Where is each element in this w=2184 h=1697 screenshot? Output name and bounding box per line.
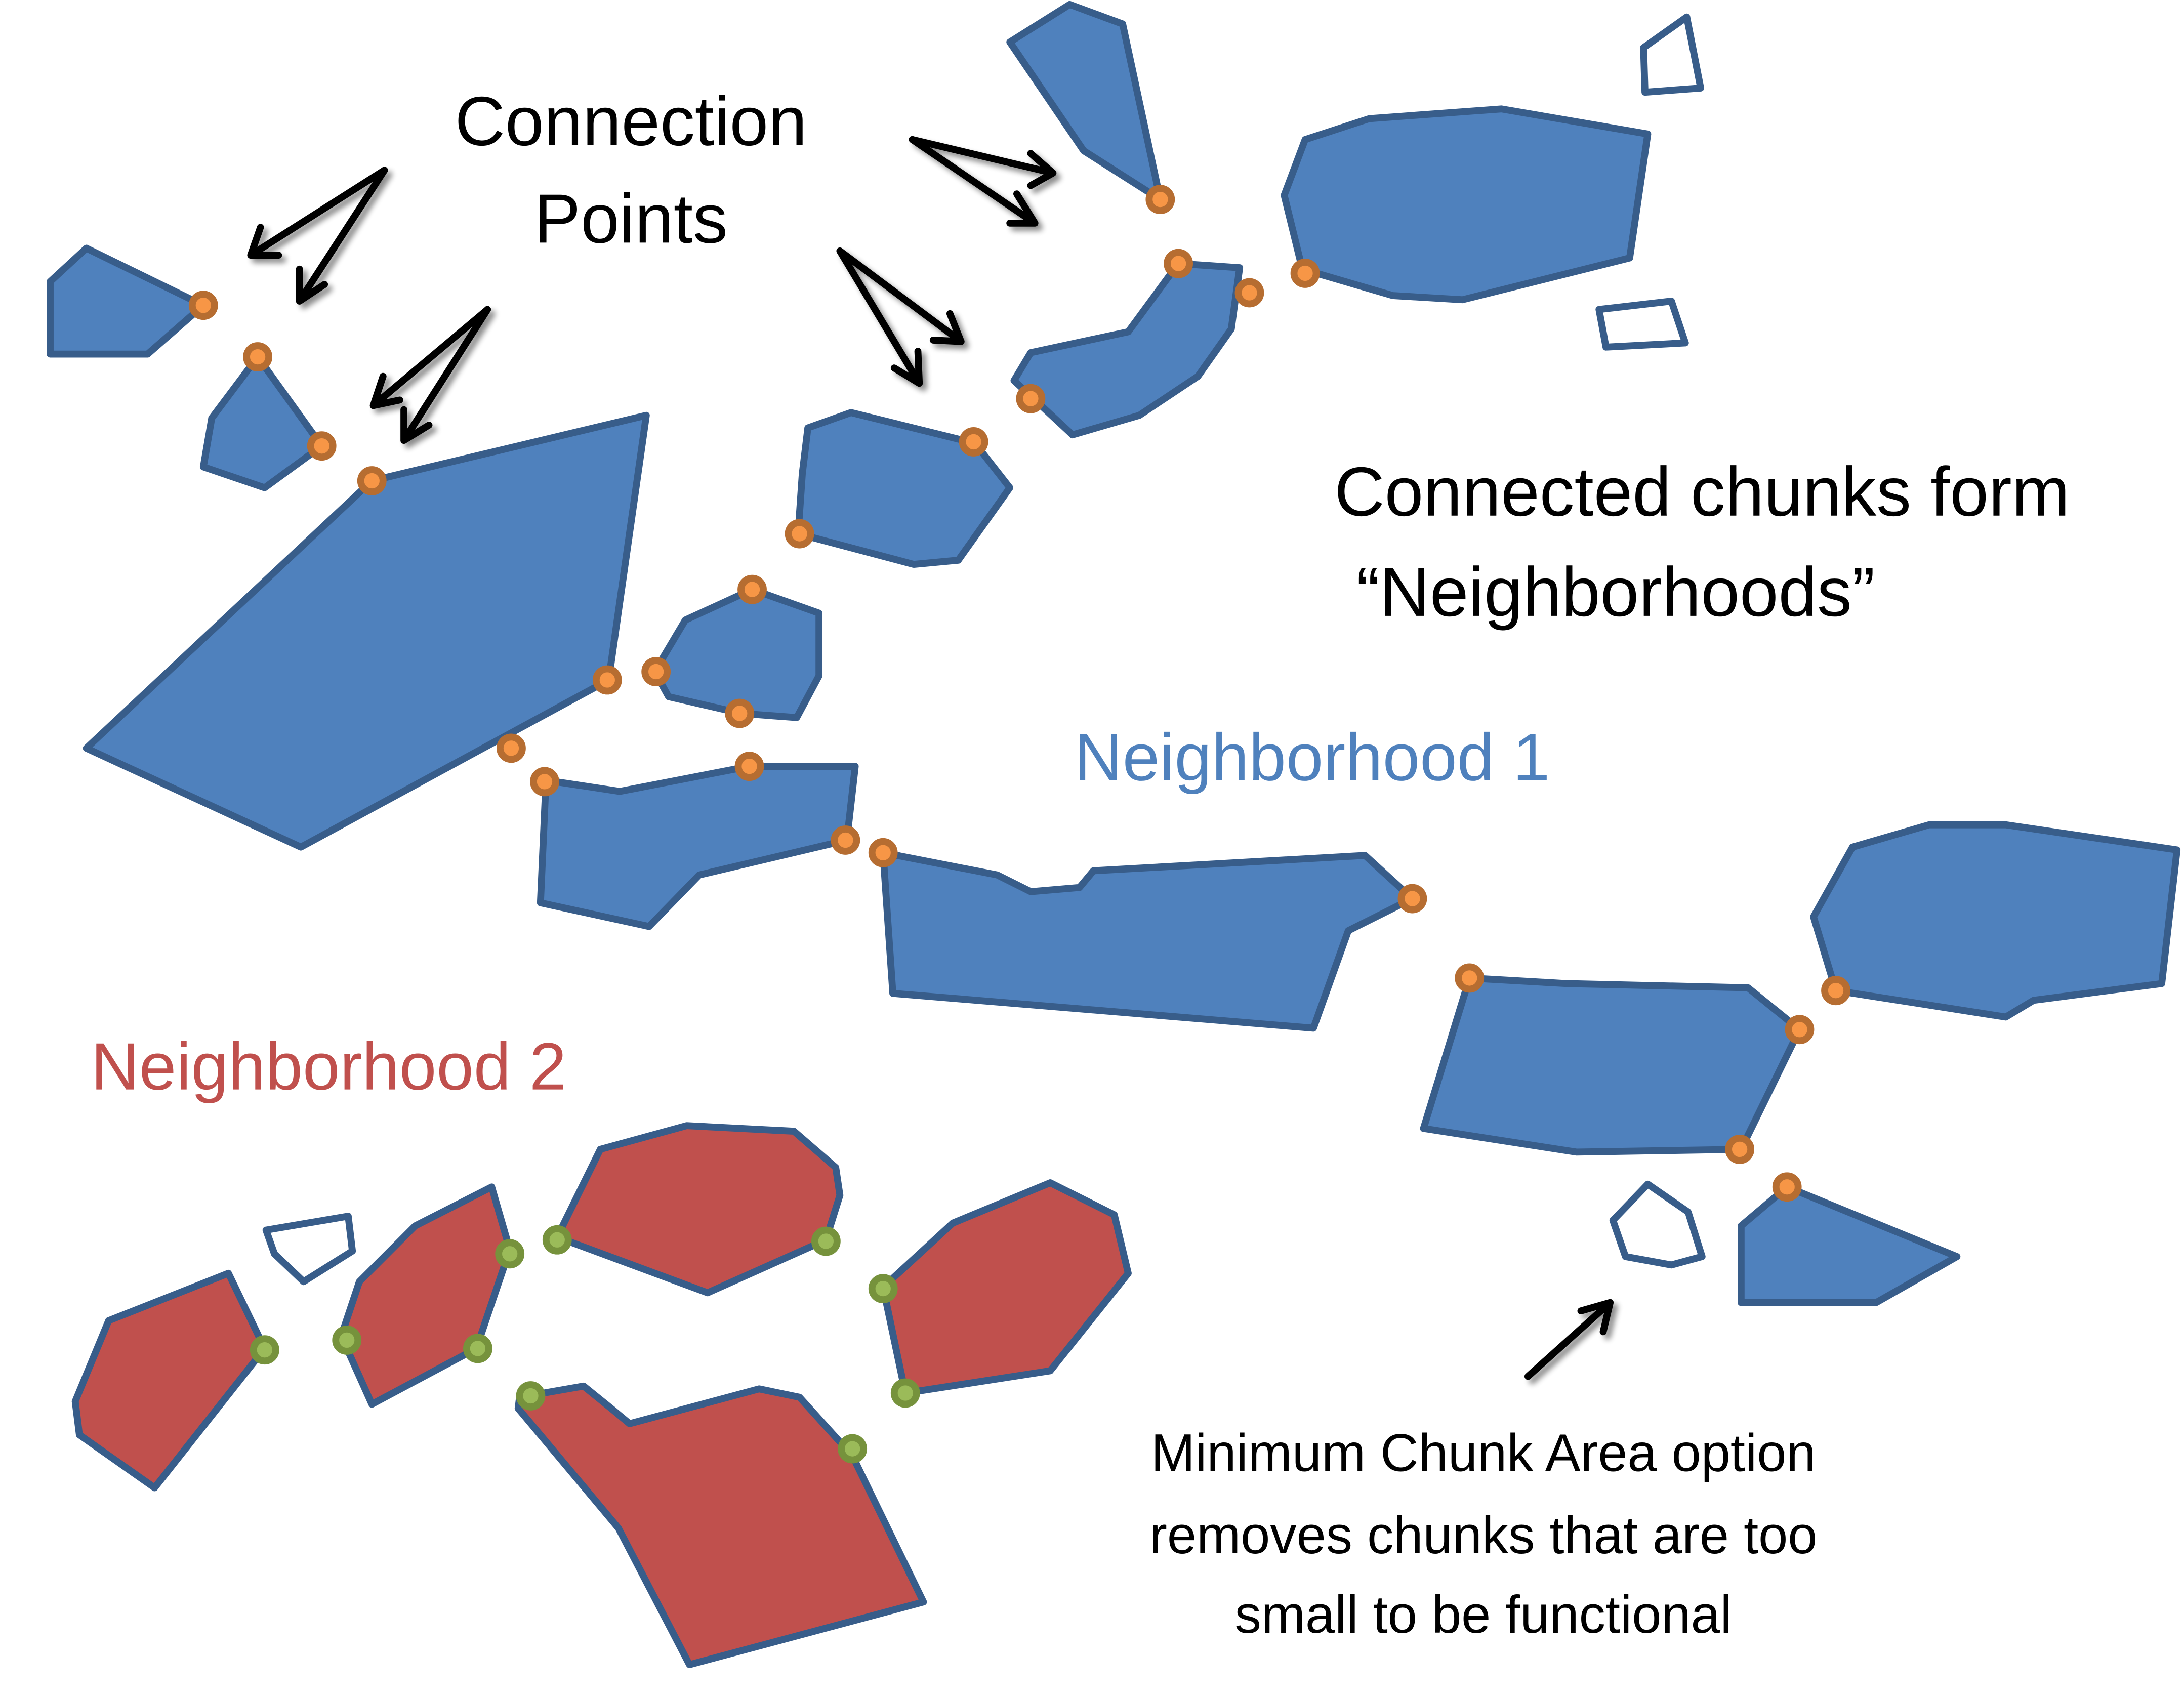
neighborhood-1-chunk <box>1281 105 1652 304</box>
neighborhood-2-chunk <box>71 1269 268 1492</box>
neighborhood-2-label: Neighborhood 2 <box>91 1029 566 1104</box>
neighborhood-1-chunk <box>879 849 1416 1032</box>
neighborhood-1-label: Neighborhood 1 <box>1074 720 1550 795</box>
neighborhood-1-connection-points <box>188 185 1850 1202</box>
connection-point-icon <box>1145 185 1175 215</box>
neighborhood-2-connection-points <box>250 1225 920 1464</box>
arrow-icon <box>909 136 1039 227</box>
neighborhood-2-chunk <box>514 1382 927 1669</box>
neighborhood-1-chunk <box>1006 1 1164 203</box>
connection-point-icon <box>737 574 767 604</box>
connection-point-icon <box>1397 884 1427 914</box>
connection-point-icon <box>497 733 526 763</box>
connection-point-icon <box>1455 963 1485 993</box>
minimum-area-note-line-3: small to be functional <box>1235 1585 1732 1644</box>
connection-point-icon <box>890 1378 920 1408</box>
neighborhood-1-chunk <box>1810 821 2181 1021</box>
connection-point-icon <box>734 752 764 781</box>
removed-chunk <box>1609 1180 1706 1269</box>
connection-point-icon <box>1772 1172 1802 1202</box>
neighborhood-1-chunk <box>651 586 823 721</box>
connection-point-icon <box>1234 278 1264 308</box>
arrow-icon <box>909 136 1057 189</box>
arrow-icon <box>400 306 491 444</box>
removed-chunks <box>262 13 1706 1286</box>
connection-point-icon <box>1785 1015 1815 1045</box>
neighborhood-1-chunk <box>83 411 650 851</box>
connection-point-icon <box>357 466 387 495</box>
arrow-icon <box>369 306 491 409</box>
neighborhood-1-chunk <box>199 353 325 491</box>
connection-point-icon <box>1016 384 1046 413</box>
connection-points-label-line-1: Connection <box>455 82 807 160</box>
connection-point-icon <box>495 1239 525 1269</box>
connection-point-icon <box>530 767 559 797</box>
connection-point-icon <box>332 1326 362 1355</box>
minimum-area-note-line-2: removes chunks that are too <box>1149 1506 1817 1565</box>
connection-point-icon <box>868 838 898 867</box>
connection-point-icon <box>250 1335 279 1365</box>
neighborhood-2-chunks <box>71 1122 1132 1669</box>
removed-chunk <box>1595 298 1689 351</box>
connection-point-icon <box>463 1334 492 1363</box>
neighborhood-2-chunk <box>553 1122 844 1297</box>
connection-points-label-line-2: Points <box>534 180 727 258</box>
connection-point-icon <box>641 657 671 686</box>
connection-point-icon <box>188 291 218 320</box>
neighborhood-1-chunk <box>47 244 207 358</box>
removed-chunk <box>1640 13 1704 96</box>
arrow-icon <box>836 247 965 345</box>
arrow-icon <box>247 167 388 259</box>
arrow-icon <box>836 247 923 387</box>
neighborhood-1-chunk <box>794 409 1014 568</box>
connection-point-icon <box>1164 249 1193 278</box>
connection-point-icon <box>1725 1135 1755 1164</box>
neighborhood-1-chunk <box>1010 260 1244 439</box>
connection-point-icon <box>868 1274 898 1303</box>
neighborhood-1-chunks <box>47 1 2181 1306</box>
annotation-arrows <box>247 136 1614 1380</box>
connection-point-icon <box>838 1434 868 1464</box>
connection-point-icon <box>811 1226 841 1256</box>
neighborhoods-note-line-1: Connected chunks form <box>1334 453 2070 531</box>
connection-point-icon <box>516 1381 546 1411</box>
connection-point-icon <box>831 825 860 855</box>
connection-point-icon <box>959 427 988 457</box>
connection-point-icon <box>307 431 337 461</box>
neighborhood-1-chunk <box>537 763 859 930</box>
connection-point-icon <box>1821 976 1850 1006</box>
connection-point-icon <box>785 519 814 549</box>
neighborhood-1-chunk <box>1420 974 1803 1156</box>
arrow-icon <box>1524 1299 1614 1380</box>
connection-point-icon <box>542 1225 572 1255</box>
removed-chunk <box>262 1213 356 1286</box>
arrow-icon <box>296 167 388 305</box>
neighborhood-2-chunk <box>879 1179 1132 1397</box>
neighborhoods-note-line-2: “Neighborhoods” <box>1356 553 1875 631</box>
neighborhood-2-chunk <box>338 1183 514 1408</box>
connection-point-icon <box>592 665 622 695</box>
neighborhood-1-chunk <box>1738 1183 1961 1306</box>
connection-point-icon <box>725 698 755 728</box>
connection-point-icon <box>1290 259 1320 288</box>
connection-point-icon <box>243 342 272 371</box>
minimum-area-note-line-1: Minimum Chunk Area option <box>1151 1424 1816 1483</box>
